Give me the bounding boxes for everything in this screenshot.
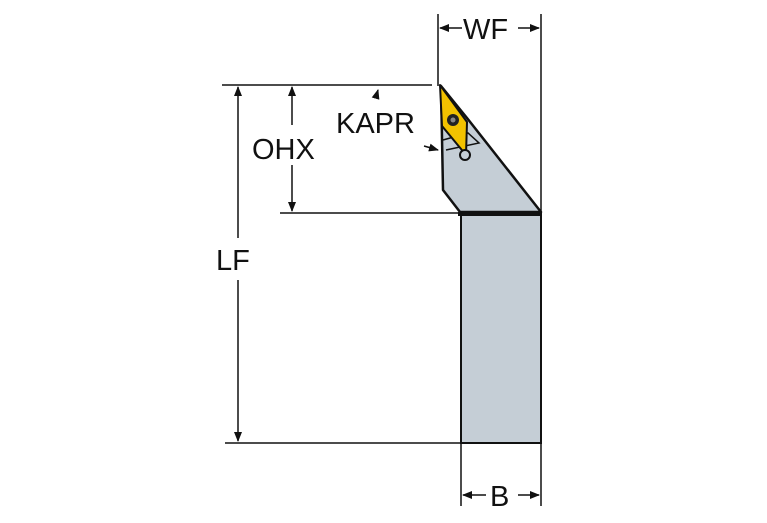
dimension-b: B	[490, 481, 509, 513]
dimension-lf: LF	[216, 245, 250, 277]
screw	[459, 149, 471, 161]
dimension-kapr: KAPR	[336, 108, 415, 140]
tool-head	[439, 84, 543, 214]
shank	[460, 213, 542, 444]
dimension-wf: WF	[463, 14, 508, 46]
dimension-lines	[234, 24, 540, 499]
dimension-ohx: OHX	[252, 134, 315, 166]
extension-lines	[222, 14, 542, 506]
